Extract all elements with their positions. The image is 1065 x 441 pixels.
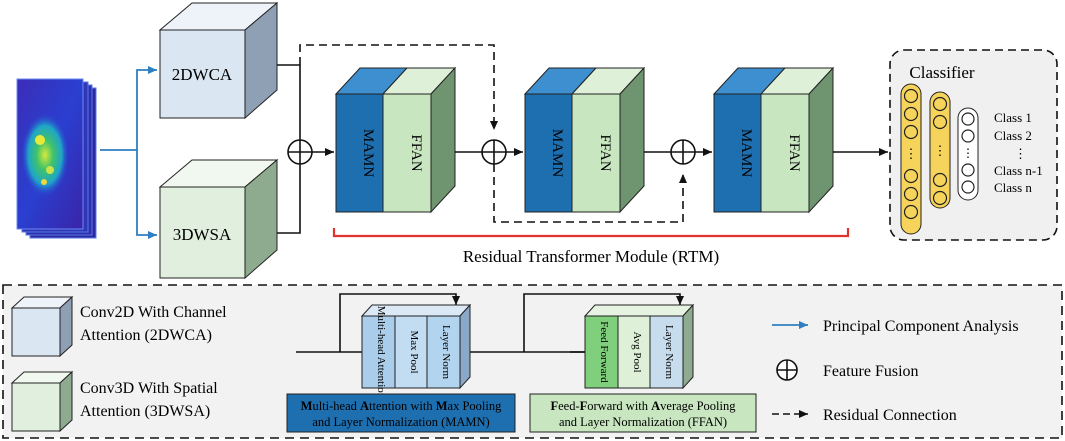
output-neuron xyxy=(961,112,975,126)
neuron xyxy=(932,96,948,112)
feature-fusion-legend-icon xyxy=(776,359,798,381)
residual-legend-text: Residual Connection xyxy=(823,407,957,424)
legend-3dwsa-text-1: Conv3D With Spatial xyxy=(80,380,218,397)
ffan-layer-feedforward: Feed Forward xyxy=(598,321,610,383)
ffan-caption-line1: Feed-Forward with Average Pooling xyxy=(550,399,736,413)
rtm-label: Residual Transformer Module (RTM) xyxy=(463,247,719,266)
3dwsa-label: 3DWSA xyxy=(173,225,232,244)
neuron xyxy=(903,88,919,104)
pca-legend-text: Principal Component Analysis xyxy=(823,318,1019,335)
neuron xyxy=(903,106,919,122)
ffan-label: FFAN xyxy=(597,134,613,171)
ffan-label: FFAN xyxy=(408,134,424,171)
hyperspectral-cube-icon xyxy=(16,78,97,239)
rtm-bracket xyxy=(332,228,850,238)
neuron xyxy=(903,204,919,220)
legend-panel: Conv2D With Channel Attention (2DWCA) Co… xyxy=(2,284,1063,439)
output-neuron xyxy=(961,180,975,194)
mamn-caption-box xyxy=(286,393,516,433)
transformer-block-3: MAMN FFAN xyxy=(712,66,835,214)
ffan-layer-norm: Layer Norm xyxy=(663,325,675,380)
ffan-caption-line2: and Layer Normalization (FFAN) xyxy=(559,415,727,429)
classes-ellipsis: ⋮ xyxy=(1014,146,1027,161)
output-neuron xyxy=(961,129,975,143)
mamn-detail-block: Multi-head Attention Max Pool Layer Norm xyxy=(360,303,472,399)
transformer-block-1: MAMN FFAN xyxy=(334,66,457,214)
mamn-label: MAMN xyxy=(360,129,376,178)
transformer-block-2: MAMN FFAN xyxy=(523,66,646,214)
neuron xyxy=(903,186,919,202)
legend-2dwca-text-2: Attention (2DWCA) xyxy=(80,327,212,344)
neuron xyxy=(903,168,919,184)
legend-3dwsa-text-2: Attention (3DWSA) xyxy=(80,403,210,420)
3dwsa-block: 3DWSA xyxy=(158,158,279,280)
2dwca-block: 2DWCA xyxy=(158,1,279,120)
ffan-label: FFAN xyxy=(786,134,802,171)
neuron-ellipsis: ⋮ xyxy=(934,143,947,158)
legend-2dwca-text-1: Conv2D With Channel xyxy=(80,304,227,321)
mamn-skip-arrow xyxy=(339,293,460,352)
residual-connection-1 xyxy=(299,44,498,130)
mamn-layer-norm: Layer Norm xyxy=(440,325,452,380)
neuron xyxy=(932,190,948,206)
legend-2dwca-cube xyxy=(10,295,74,358)
classifier-output-layer xyxy=(957,107,979,201)
classifier-panel: Classifier ⋮ ⋮ ⋮ Class 1 Class 2 ⋮ Class n… xyxy=(889,49,1058,241)
ffan-skip-arrow xyxy=(523,293,684,352)
feature-fusion-icon xyxy=(287,139,313,165)
mamn-label: MAMN xyxy=(549,129,565,178)
neuron xyxy=(932,172,948,188)
residual-connection-2 xyxy=(493,164,687,223)
neuron xyxy=(903,124,919,140)
pca-arrows xyxy=(100,66,157,239)
legend-3dwsa-cube xyxy=(10,370,74,433)
neuron-ellipsis: ⋮ xyxy=(905,146,918,161)
2dwca-label: 2DWCA xyxy=(172,65,233,84)
fusion-legend-text: Feature Fusion xyxy=(823,363,919,380)
mamn-layer-attention: Multi-head Attention xyxy=(375,306,387,399)
neuron xyxy=(932,114,948,130)
neuron-ellipsis: ⋮ xyxy=(962,146,974,160)
mamn-label: MAMN xyxy=(738,129,754,178)
class-label: Class n xyxy=(994,180,1032,195)
output-neuron xyxy=(961,163,975,177)
ffan-caption-box xyxy=(529,393,757,433)
ffan-layer-avgpool: Avg Pool xyxy=(631,331,643,372)
mamn-caption-line2: and Layer Normalization (MAMN) xyxy=(312,415,489,429)
mamn-layer-maxpool: Max Pool xyxy=(408,330,420,373)
feature-fusion-icon xyxy=(481,139,507,165)
classifier-title: Classifier xyxy=(909,63,974,82)
feature-fusion-icon xyxy=(670,139,696,165)
class-label: Class 1 xyxy=(994,110,1032,125)
ffan-detail-block: Feed Forward Avg Pool Layer Norm xyxy=(583,303,695,390)
class-label: Class n-1 xyxy=(994,163,1043,178)
mamn-caption-line1: Multi-head Attention with Max Pooling xyxy=(301,399,502,413)
class-label: Class 2 xyxy=(994,128,1032,143)
